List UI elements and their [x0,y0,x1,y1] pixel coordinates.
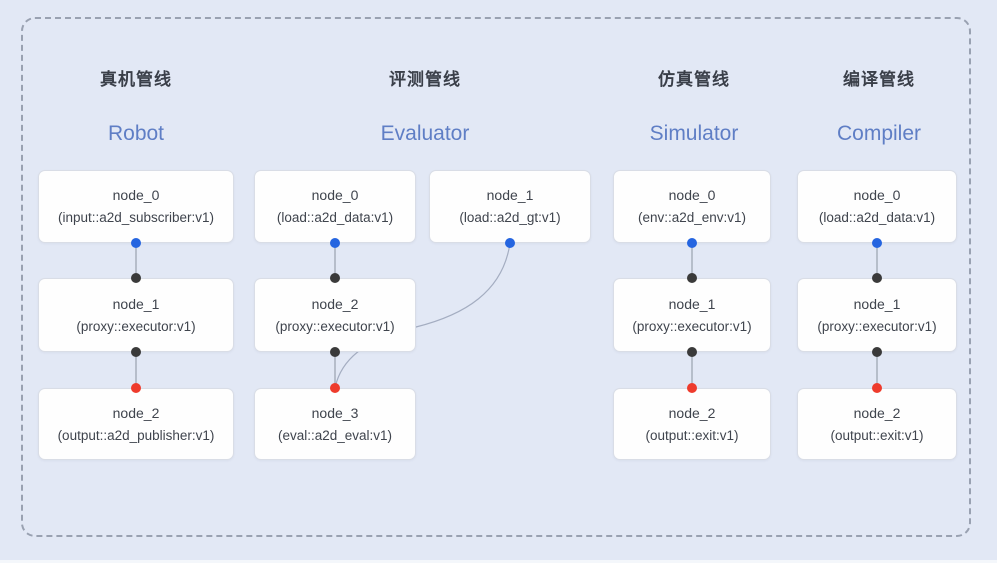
pipeline-title-cn-simulator: 仿真管线 [658,70,730,89]
node-box-simulator-node_2: node_2(output::exit:v1) [613,388,771,460]
node-box-compiler-node_2: node_2(output::exit:v1) [797,388,957,460]
node-name-label: node_2 [112,404,160,421]
node-name-label: node_0 [853,187,901,203]
node-box-compiler-node_1: node_1(proxy::executor:v1) [797,278,957,352]
node-name-label: node_2 [853,404,901,421]
pipeline-title-cn-evaluator: 评测管线 [389,70,461,89]
pipeline-title-en-evaluator: Evaluator [380,122,470,145]
node-type-label: (env::a2d_env:v1) [637,210,747,225]
node-box-evaluator-node_3: node_3(eval::a2d_eval:v1) [254,388,416,460]
node-type-label: (proxy::executor:v1) [632,318,752,334]
node-name-label: node_1 [853,295,901,312]
node-name-label: node_2 [668,404,716,421]
input-port-dot [872,383,882,393]
input-port-dot [872,273,882,283]
node-name-label: node_3 [311,404,359,421]
input-port-dot [131,383,141,393]
node-type-label: (load::a2d_data:v1) [276,210,394,225]
bottom-edge [0,560,997,563]
node-type-label: (eval::a2d_eval:v1) [277,427,393,443]
curved-connector-line [334,242,511,389]
pipeline-title-en-simulator: Simulator [649,122,739,145]
output-port-dot [131,347,141,357]
node-type-label: (proxy::executor:v1) [76,318,196,334]
output-port-dot [330,238,340,248]
node-name-label: node_0 [311,187,359,203]
node-name-label: node_2 [311,295,359,312]
node-name-label: node_0 [668,187,716,203]
pipeline-title-cn-compiler: 编译管线 [843,70,915,89]
node-box-simulator-node_0: node_0(env::a2d_env:v1) [613,170,771,243]
node-name-label: node_0 [112,187,160,203]
node-type-label: (proxy::executor:v1) [275,318,395,334]
output-port-dot [872,347,882,357]
input-port-dot [330,273,340,283]
node-box-evaluator-node_1: node_1(load::a2d_gt:v1) [429,170,591,243]
node-name-label: node_1 [486,187,534,203]
output-port-dot [131,238,141,248]
node-type-label: (output::exit:v1) [645,427,739,443]
pipeline-title-cn-robot: 真机管线 [100,70,172,89]
input-port-dot [687,383,697,393]
node-box-evaluator-node_2: node_2(proxy::executor:v1) [254,278,416,352]
node-box-robot-node_0: node_0(input::a2d_subscriber:v1) [38,170,234,243]
node-box-robot-node_2: node_2(output::a2d_publisher:v1) [38,388,234,460]
node-box-evaluator-node_0: node_0(load::a2d_data:v1) [254,170,416,243]
node-type-label: (proxy::executor:v1) [817,318,937,334]
node-type-label: (output::a2d_publisher:v1) [57,427,215,443]
node-name-label: node_1 [112,295,160,312]
node-type-label: (load::a2d_gt:v1) [459,210,561,225]
node-type-label: (load::a2d_data:v1) [818,210,936,225]
pipeline-title-en-robot: Robot [107,122,165,145]
node-type-label: (input::a2d_subscriber:v1) [57,210,215,225]
output-port-dot [330,347,340,357]
input-port-dot [131,273,141,283]
node-box-compiler-node_0: node_0(load::a2d_data:v1) [797,170,957,243]
output-port-dot [687,347,697,357]
input-port-dot [687,273,697,283]
node-name-label: node_1 [668,295,716,312]
node-box-simulator-node_1: node_1(proxy::executor:v1) [613,278,771,352]
output-port-dot [687,238,697,248]
input-port-dot [330,383,340,393]
node-type-label: (output::exit:v1) [830,427,924,443]
pipeline-title-en-compiler: Compiler [836,122,922,145]
output-port-dot [505,238,515,248]
output-port-dot [872,238,882,248]
node-box-robot-node_1: node_1(proxy::executor:v1) [38,278,234,352]
